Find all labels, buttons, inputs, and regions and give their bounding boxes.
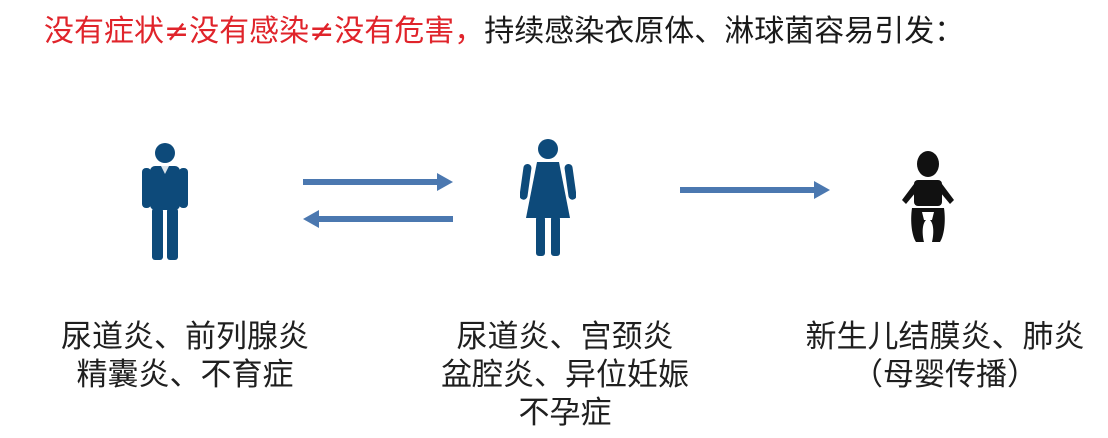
woman-caption-line: 盆腔炎、异位妊娠 [441,357,689,393]
woman-caption: 尿道炎、宫颈炎 盆腔炎、异位妊娠 不孕症 [420,318,710,432]
man-caption-line: 尿道炎、前列腺炎 [61,319,309,355]
arrow-right-icon [680,181,830,199]
headline-warning: 没有症状≠没有感染≠没有危害， [44,14,485,49]
man-caption-line: 精囊炎、不育症 [76,357,294,393]
headline: 没有症状≠没有感染≠没有危害，持续感染衣原体、淋球菌容易引发： [44,12,964,52]
baby-caption-line: 新生儿结膜炎、肺炎 [805,319,1085,355]
man-icon [142,143,188,260]
baby-caption: 新生儿结膜炎、肺炎 （母婴传播） [790,318,1100,394]
arrow-right-icon [303,173,453,191]
baby-icon [902,151,954,242]
man-caption: 尿道炎、前列腺炎 精囊炎、不育症 [40,318,330,394]
baby-caption-line: （母婴传播） [852,357,1038,393]
arrow-left-icon [303,210,453,228]
woman-caption-line: 不孕症 [518,395,612,431]
woman-icon [520,139,576,256]
woman-caption-line: 尿道炎、宫颈炎 [456,319,674,355]
headline-statement: 持续感染衣原体、淋球菌容易引发： [484,14,965,49]
